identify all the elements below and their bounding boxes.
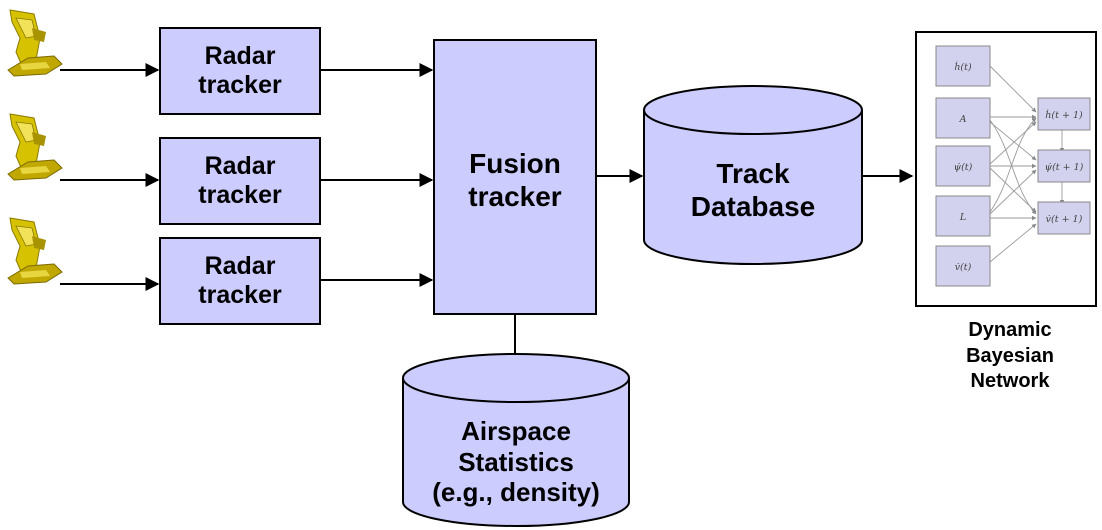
dbn-caption: Dynamic Bayesian Network (930, 318, 1090, 395)
dbn-node-l (935, 195, 991, 237)
dbn-node-psi (935, 145, 991, 187)
dbn-node-psi-next (1037, 149, 1091, 183)
fusion-line2: tracker (468, 181, 562, 212)
dbn-node-h (935, 45, 991, 87)
dbn-left-nodes: ḣ(t) A ψ̇(t) L v̇(t) (935, 45, 991, 287)
radar-tracker-box-1 (159, 27, 321, 115)
dbn-right-nodes: ḣ(t + 1) ψ̇(t + 1) v̇(t + 1) (1037, 97, 1091, 235)
dbn-node-label: ḣ(t + 1) (1045, 109, 1083, 121)
dbn-caption-line2: Bayesian (966, 344, 1054, 367)
radar-antenna-icon-1 (7, 9, 63, 77)
track-database-cylinder (643, 85, 863, 265)
dbn-node-label: ψ̇(t) (954, 162, 973, 173)
airspace-statistics-cylinder (402, 353, 630, 527)
dbn-edges (989, 65, 1065, 263)
dbn-node-label: L (959, 212, 966, 223)
fusion-line1: Fusion (469, 147, 561, 179)
airspace-line3: (e.g., density) (432, 477, 600, 508)
dbn-caption-line1: Dynamic (968, 319, 1052, 341)
radar-tracker-line1: Radar (204, 41, 276, 70)
radar-antenna-icon-2 (7, 113, 63, 181)
radar-tracker-line2: tracker (198, 71, 282, 99)
dbn-caption-line3: Network (970, 370, 1050, 393)
track-db-line1: Track (716, 157, 790, 189)
dbn-node-v-next (1037, 201, 1091, 235)
radar-tracker-line1: Radar (204, 151, 276, 180)
dbn-node-label: ḣ(t) (954, 61, 972, 73)
dbn-node-h-next (1037, 97, 1091, 131)
radar-tracker-line1: Radar (204, 251, 276, 280)
dbn-node-label: v̇(t + 1) (1046, 214, 1083, 225)
airspace-line1: Airspace (461, 415, 571, 446)
radar-tracker-box-2 (159, 137, 321, 225)
fusion-tracker-box (433, 39, 597, 315)
radar-tracker-line2: tracker (198, 181, 282, 209)
radar-antenna-icon-3 (7, 217, 63, 285)
track-db-line2: Database (690, 191, 816, 222)
airspace-line2: Statistics (458, 446, 574, 477)
dbn-node-label: A (959, 114, 967, 125)
dbn-node-label: v̇(t) (955, 262, 972, 273)
radar-tracker-line2: tracker (198, 281, 282, 309)
dbn-node-a (935, 97, 991, 139)
dbn-node-label: ψ̇(t + 1) (1045, 162, 1084, 173)
dbn-node-v (935, 245, 991, 287)
radar-tracker-box-3 (159, 237, 321, 325)
